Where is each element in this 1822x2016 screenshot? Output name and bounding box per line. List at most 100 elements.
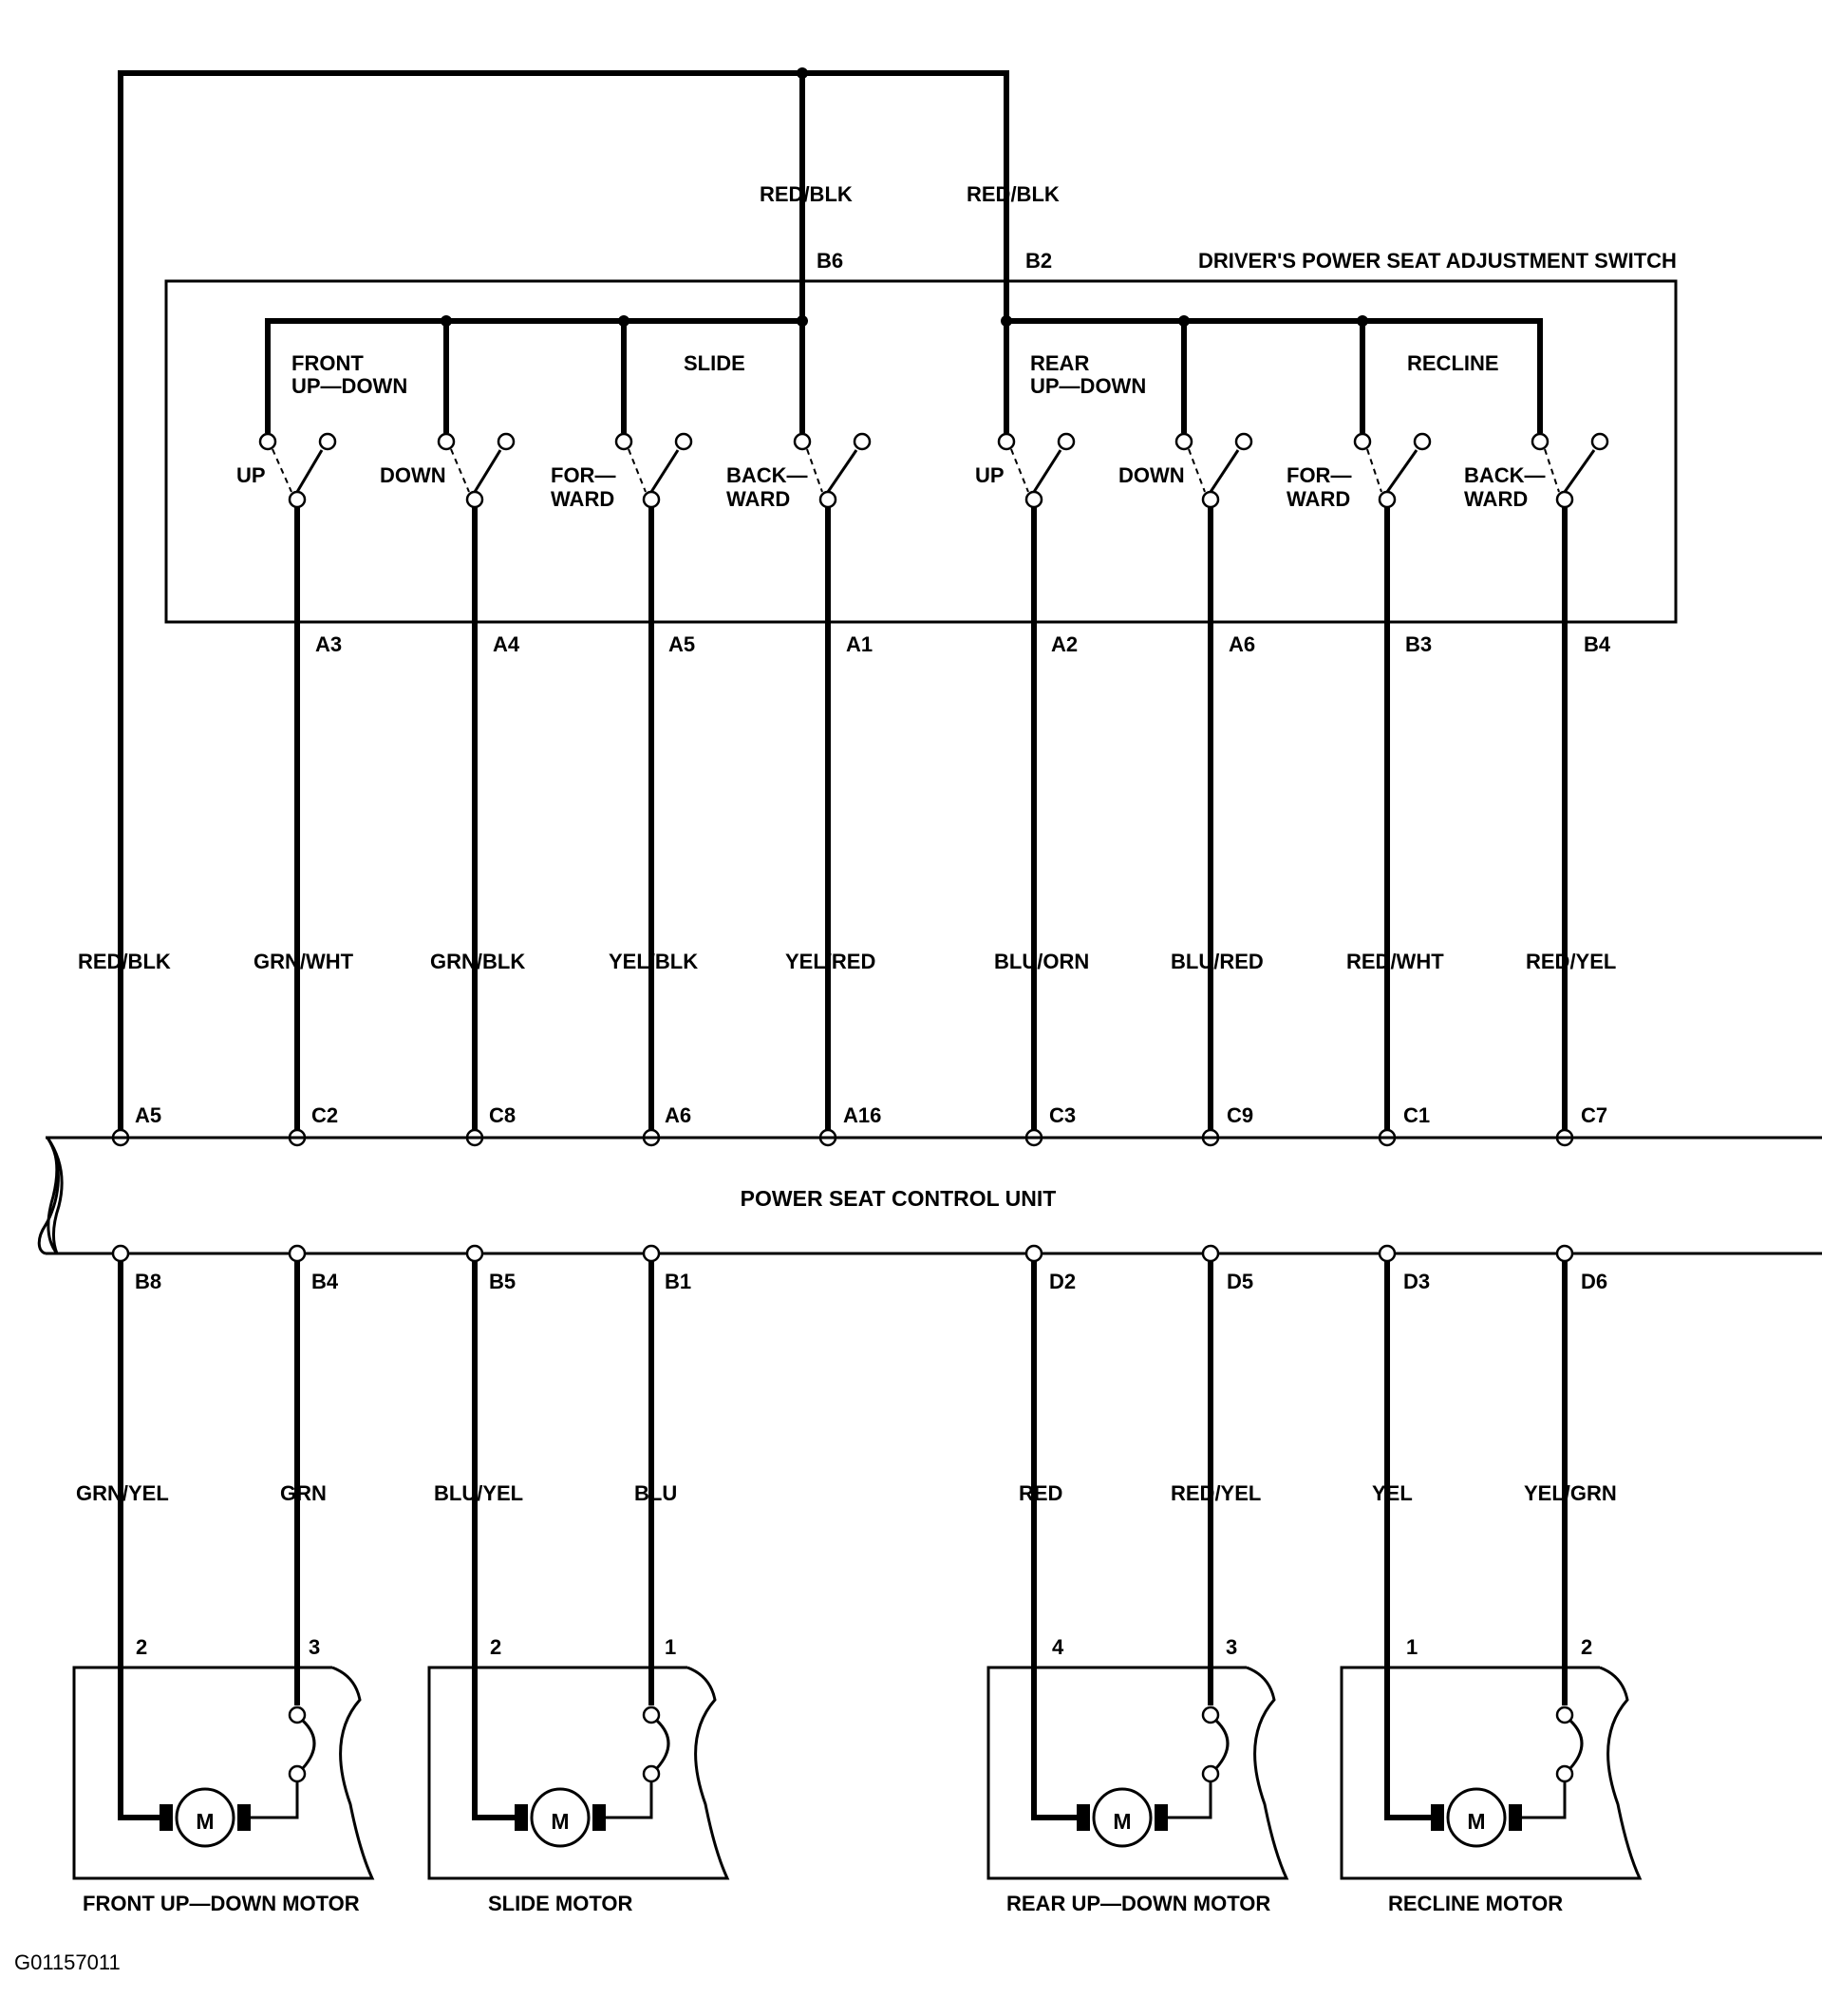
breaker-contact	[642, 1764, 661, 1783]
motor-wire-return	[1156, 1781, 1212, 1819]
wire-color-label: BLU	[634, 1481, 677, 1505]
unit-top-pin: A5	[135, 1103, 161, 1127]
breaker-element	[1214, 1719, 1230, 1769]
switch-fixed-contact	[997, 432, 1016, 451]
control-unit-label: POWER SEAT CONTROL UNIT	[741, 1186, 1057, 1211]
motor-pin: 3	[309, 1635, 320, 1659]
breaker-contact	[1555, 1705, 1574, 1724]
contact-label: BACK—	[726, 463, 808, 487]
unit-bottom-pin: B8	[135, 1270, 161, 1293]
unit-bottom-pin: B5	[489, 1270, 516, 1293]
motor-symbol: M	[196, 1809, 214, 1834]
wire-color-label: RED/YEL	[1526, 950, 1616, 973]
unit-bottom-terminal	[1378, 1244, 1397, 1263]
motor-name: FRONT UP—DOWN MOTOR	[83, 1892, 360, 1915]
motor-symbol: M	[1467, 1809, 1485, 1834]
control-unit-outline	[37, 1136, 1822, 1255]
motor-wire-left	[118, 1261, 171, 1820]
motor-pin: 2	[490, 1635, 501, 1659]
motor-name: SLIDE MOTOR	[488, 1892, 632, 1915]
breaker-element	[1568, 1719, 1584, 1769]
unit-bottom-terminal	[288, 1244, 307, 1263]
switch-out-pin: A2	[1051, 632, 1078, 656]
contact-label: BACK—	[1464, 463, 1546, 487]
contact-label: WARD	[726, 487, 790, 511]
switch-blade	[295, 449, 324, 493]
breaker-contact	[642, 1705, 661, 1724]
unit-top-pin: C3	[1049, 1103, 1076, 1127]
switch-common-contact	[642, 490, 661, 509]
contact-label: DOWN	[380, 463, 446, 487]
unit-to-motor-wires	[111, 1244, 1574, 1263]
switch-blade	[826, 449, 858, 493]
feed-pin-right: B2	[1025, 249, 1052, 273]
switch-out-pin: A1	[846, 632, 873, 656]
switch-linkage	[1010, 448, 1029, 493]
group-label-front-line2: UP—DOWN	[291, 374, 407, 398]
motor-brush	[1077, 1804, 1090, 1831]
switch-blade	[1563, 449, 1596, 493]
switch-out-pin: A3	[315, 632, 342, 656]
switch-busbars	[265, 315, 1543, 433]
switch-common-contact	[1024, 490, 1043, 509]
switch-alt-contact	[853, 432, 872, 451]
motor-wire-left	[1031, 1261, 1088, 1820]
motor-symbol: M	[1113, 1809, 1131, 1834]
unit-top-pin: C1	[1403, 1103, 1430, 1127]
wire-color-label: GRN	[280, 1481, 327, 1505]
unit-top-pin: C8	[489, 1103, 516, 1127]
switch-out-pin: A5	[668, 632, 695, 656]
motor-pin: 1	[1406, 1635, 1418, 1659]
switch-alt-contact	[1057, 432, 1076, 451]
switch-title: DRIVER'S POWER SEAT ADJUSTMENT SWITCH	[1198, 249, 1677, 273]
figure-id: G01157011	[14, 1950, 121, 1974]
motor-wire-return	[1511, 1781, 1567, 1819]
switch-blade	[1032, 449, 1062, 493]
switch-alt-contact	[318, 432, 337, 451]
breaker-element	[301, 1719, 316, 1769]
motor-pin: 2	[1581, 1635, 1592, 1659]
contact-label: WARD	[551, 487, 614, 511]
motor-symbol: M	[551, 1809, 569, 1834]
motor-pin: 1	[665, 1635, 676, 1659]
switch-common-contact	[818, 490, 837, 509]
motor-housing	[72, 1666, 375, 1880]
switch-linkage	[450, 448, 470, 493]
unit-bottom-terminal	[642, 1244, 661, 1263]
unit-bottom-terminal	[111, 1244, 130, 1263]
wire-color-label: YEL/RED	[785, 950, 875, 973]
switch-common-contact	[1378, 490, 1397, 509]
switch-housing	[164, 279, 1678, 624]
contact-label: UP	[975, 463, 1005, 487]
motor-brush	[1509, 1804, 1522, 1831]
switch-blade	[473, 449, 502, 493]
breaker-contact	[288, 1764, 307, 1783]
motor-wire-return	[239, 1781, 299, 1819]
unit-bottom-pin: B1	[665, 1270, 691, 1293]
motor-wire-left	[1384, 1261, 1442, 1820]
motor-pin: 2	[136, 1635, 147, 1659]
contact-label: DOWN	[1118, 463, 1185, 487]
group-label-recline: RECLINE	[1407, 351, 1499, 375]
motors	[72, 1261, 1643, 1880]
breaker-contact	[1201, 1705, 1220, 1724]
motor-brush	[237, 1804, 251, 1831]
motor-pin: 3	[1226, 1635, 1237, 1659]
switch-common-contact	[1555, 490, 1574, 509]
switch-fixed-contact	[258, 432, 277, 451]
switch-alt-contact	[674, 432, 693, 451]
contact-label: UP	[236, 463, 266, 487]
switch-to-unit-wires	[111, 507, 1574, 1147]
unit-bottom-terminal	[1555, 1244, 1574, 1263]
contact-label: WARD	[1287, 487, 1350, 511]
breaker-contact	[1201, 1764, 1220, 1783]
wire-color-label: RED/YEL	[1171, 1481, 1261, 1505]
motor-wire-return	[594, 1781, 653, 1819]
wire-color-label: RED/BLK	[78, 950, 171, 973]
motor-name: REAR UP—DOWN MOTOR	[1006, 1892, 1270, 1915]
group-label-slide: SLIDE	[684, 351, 745, 375]
unit-top-pin: C9	[1227, 1103, 1253, 1127]
unit-top-pin: A16	[843, 1103, 881, 1127]
switch-alt-contact	[497, 432, 516, 451]
